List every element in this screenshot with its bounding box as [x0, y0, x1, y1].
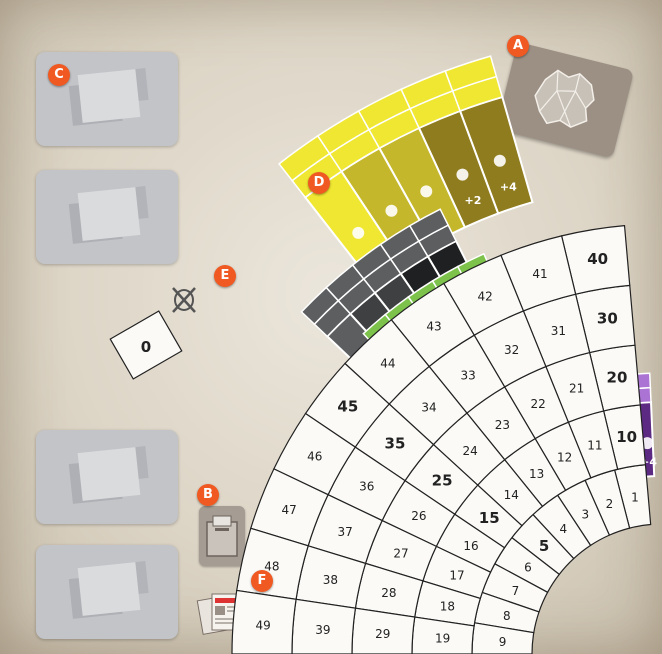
band-label: +2: [465, 194, 482, 207]
score-label: 9: [499, 635, 507, 649]
score-label: 21: [569, 381, 584, 395]
face-icon: [456, 169, 468, 181]
score-label: 42: [477, 289, 492, 303]
score-label: 26: [411, 509, 426, 523]
score-label: 19: [435, 632, 450, 646]
score-label: 14: [504, 488, 519, 502]
marker-d: D: [308, 172, 330, 194]
score-label: 20: [607, 369, 628, 387]
score-label: 39: [315, 623, 330, 637]
score-label: 47: [282, 503, 297, 517]
marker-c: C: [48, 64, 70, 86]
score-label: 1: [631, 490, 639, 504]
score-label: 6: [524, 561, 532, 575]
score-label: 33: [461, 369, 476, 383]
score-label: 27: [393, 547, 408, 561]
score-label: 22: [531, 397, 546, 411]
score-label: 18: [440, 599, 455, 613]
score-label: 36: [359, 479, 374, 493]
score-label: 2: [606, 497, 614, 511]
face-icon: [385, 205, 397, 217]
score-label: 5: [539, 537, 549, 555]
score-label: 15: [479, 509, 500, 527]
face-icon: [494, 155, 506, 167]
crossed-ballot-icon: [173, 288, 195, 312]
marker-f: F: [251, 570, 273, 592]
score-label: 3: [582, 508, 590, 522]
score-label: 46: [307, 450, 322, 464]
score-cell[interactable]: 39: [292, 599, 355, 654]
score-label: 10: [616, 428, 637, 446]
score-label: 28: [381, 586, 396, 600]
score-label: 37: [337, 525, 352, 539]
score-label: 44: [380, 357, 395, 371]
score-label-zero: 0: [141, 338, 151, 356]
score-label: 43: [426, 319, 441, 333]
score-label: 30: [597, 309, 618, 327]
score-label: 17: [449, 568, 464, 582]
score-label: 24: [463, 444, 478, 458]
score-cell-zero[interactable]: 0: [110, 311, 181, 379]
score-label: 45: [337, 397, 358, 415]
score-label: 38: [323, 573, 338, 587]
score-label: 35: [385, 435, 406, 453]
score-label: 49: [255, 618, 270, 632]
marker-e: E: [214, 265, 236, 287]
score-label: 34: [421, 400, 436, 414]
score-label: 7: [512, 584, 520, 598]
score-label: 16: [463, 539, 478, 553]
score-label: 11: [587, 438, 602, 452]
score-label: 12: [557, 451, 572, 465]
score-label: 31: [551, 324, 566, 338]
marker-b: B: [197, 484, 219, 506]
score-label: 13: [529, 467, 544, 481]
score-label: 4: [560, 522, 568, 536]
score-label: 41: [532, 267, 547, 281]
score-label: 8: [503, 609, 511, 623]
score-cell[interactable]: 49: [232, 590, 296, 654]
face-icon: [420, 185, 432, 197]
score-label: 23: [495, 418, 510, 432]
score-label: 32: [504, 343, 519, 357]
score-label: 25: [432, 472, 453, 490]
score-label: 40: [587, 250, 608, 268]
score-label: 29: [375, 627, 390, 641]
marker-a: A: [507, 35, 529, 57]
face-icon: [352, 227, 364, 239]
score-cell[interactable]: 29: [352, 608, 415, 654]
band-label: +4: [500, 181, 517, 194]
